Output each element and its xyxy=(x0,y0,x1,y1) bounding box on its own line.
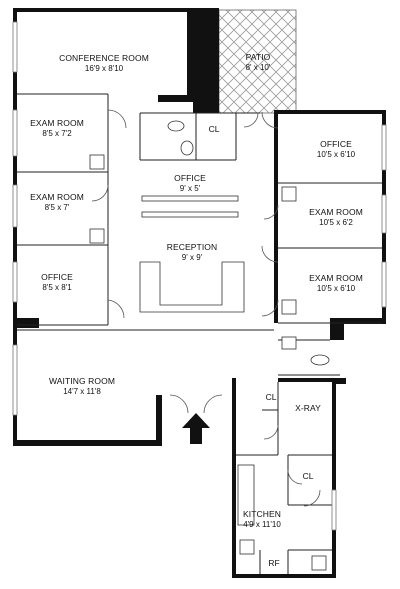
exam-room-2-name: EXAM ROOM xyxy=(30,192,84,202)
entrance-arrow-icon xyxy=(182,413,210,444)
reception-desk xyxy=(139,261,245,313)
xray-name: X-RAY xyxy=(295,403,321,413)
patio-dims: 8' x 10' xyxy=(246,63,271,72)
reception-name: RECEPTION xyxy=(167,242,218,252)
office-center-name: OFFICE xyxy=(174,173,206,183)
exam-room-3-name: EXAM ROOM xyxy=(309,207,363,217)
office-left-name: OFFICE xyxy=(41,272,73,282)
sink-icon xyxy=(180,140,194,156)
closet-low-label: CL xyxy=(303,471,314,481)
reception-dims: 9' x 9' xyxy=(182,253,203,262)
exam-room-2-dims: 8'5 x 7' xyxy=(45,203,70,212)
refrigerator-label: RF xyxy=(268,558,279,568)
waiting-room-dims: 14'7 x 11'8 xyxy=(63,387,101,396)
interior-walls xyxy=(17,93,382,574)
closet-top-label: CL xyxy=(209,124,220,134)
exam-room-1-dims: 8'5 x 7'2 xyxy=(42,129,72,138)
office-right-name: OFFICE xyxy=(320,139,352,149)
exam-room-3-dims: 10'5 x 6'2 xyxy=(319,218,353,227)
toilet-icon xyxy=(167,120,185,132)
door-swings xyxy=(91,109,321,507)
patio-name: PATIO xyxy=(246,52,271,62)
patio-area xyxy=(218,9,297,114)
conference-room-name: CONFERENCE ROOM xyxy=(59,53,149,63)
closet-mid-label: CL xyxy=(266,392,277,402)
exam-room-1-name: EXAM ROOM xyxy=(30,118,84,128)
office-left-dims: 8'5 x 8'1 xyxy=(42,283,72,292)
room-labels: CONFERENCE ROOM 16'9 x 8'10 PATIO 8' x 1… xyxy=(30,52,363,568)
outer-walls xyxy=(13,8,386,578)
kitchen-dims: 4'9 x 11'10 xyxy=(243,520,281,529)
kitchen-name: KITCHEN xyxy=(243,509,281,519)
exam-room-4-name: EXAM ROOM xyxy=(309,273,363,283)
windows xyxy=(12,21,387,531)
waiting-room-name: WAITING ROOM xyxy=(49,376,115,386)
toilet-icon xyxy=(310,354,330,366)
fixtures xyxy=(89,120,330,571)
office-right-dims: 10'5 x 6'10 xyxy=(317,150,356,159)
office-center-dims: 9' x 5' xyxy=(180,184,201,193)
conference-room-dims: 16'9 x 8'10 xyxy=(85,64,124,73)
exam-room-4-dims: 10'5 x 6'10 xyxy=(317,284,356,293)
